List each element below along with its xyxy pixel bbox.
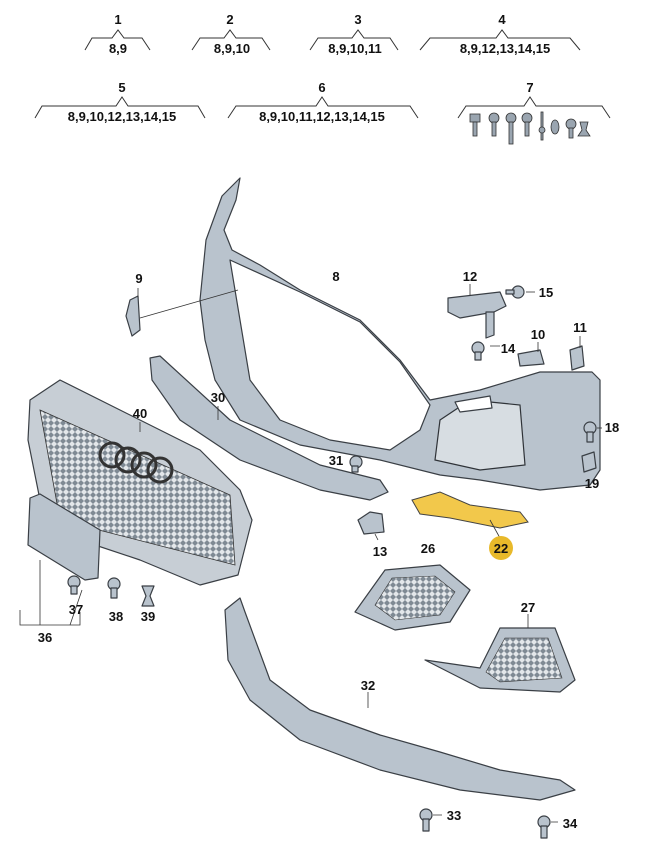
label-22: 22: [494, 541, 508, 556]
set-5-label: 5: [118, 80, 125, 95]
set-1-label: 1: [114, 12, 121, 27]
part-10: [517, 349, 545, 367]
screw-15-icon: [505, 285, 525, 299]
set-6-label: 6: [318, 80, 325, 95]
label-8: 8: [332, 269, 339, 284]
fastener-set-icon: [469, 111, 591, 145]
screw-38-icon: [107, 577, 121, 599]
clip-39-icon: [141, 585, 155, 607]
label-14: 14: [501, 341, 516, 356]
label-36: 36: [38, 630, 52, 645]
label-12: 12: [463, 269, 477, 284]
bracket-part-12: [447, 291, 507, 319]
screw-34-icon: [537, 815, 551, 839]
set-2-label: 2: [226, 12, 233, 27]
label-34: 34: [563, 816, 578, 831]
screw-18-icon: [583, 421, 597, 443]
label-37: 37: [69, 602, 83, 617]
plate-holder-part: [27, 493, 101, 581]
set-headers: 1 8,9 2 8,9,10 3 8,9,10,11 4 8,9,12,13,1…: [34, 12, 611, 145]
highlight-marker: [489, 536, 513, 560]
label-11: 11: [573, 320, 587, 335]
set-1-contents: 8,9: [109, 41, 127, 56]
trim-strip-part-22: [411, 491, 529, 529]
screw-33-icon: [419, 808, 433, 832]
screw-31-icon: [349, 455, 363, 473]
label-39: 39: [141, 609, 155, 624]
label-18: 18: [605, 420, 619, 435]
label-32: 32: [361, 678, 375, 693]
label-9: 9: [135, 271, 142, 286]
part-labels: 9 8 12 15 10 11 14 30 40 18 31 19 13 22 …: [38, 269, 619, 831]
label-26: 26: [421, 541, 435, 556]
label-30: 30: [211, 390, 225, 405]
set-3-contents: 8,9,10,11: [328, 41, 382, 56]
bracket-part-9: [125, 295, 141, 337]
label-33: 33: [447, 808, 461, 823]
lower-diffuser-part-32: [224, 597, 576, 801]
set-5-contents: 8,9,10,12,13,14,15: [68, 109, 176, 124]
clip-37-icon: [67, 575, 81, 595]
set-2-contents: 8,9,10: [214, 41, 250, 56]
set-6-contents: 8,9,10,11,12,13,14,15: [259, 109, 385, 124]
label-13: 13: [373, 544, 387, 559]
set-3-label: 3: [354, 12, 361, 27]
set-4-label: 4: [498, 12, 506, 27]
label-15: 15: [539, 285, 553, 300]
label-10: 10: [531, 327, 545, 342]
clip-14-icon: [471, 341, 485, 361]
set-4-contents: 8,9,12,13,14,15: [460, 41, 550, 56]
label-27: 27: [521, 600, 535, 615]
set-7-label: 7: [526, 80, 533, 95]
label-38: 38: [109, 609, 123, 624]
label-31: 31: [329, 453, 343, 468]
cap-part-13: [357, 511, 385, 535]
audi-rings-logo: [98, 441, 174, 484]
part-11: [569, 345, 585, 371]
label-40: 40: [133, 406, 147, 421]
part-19: [581, 451, 597, 473]
label-19: 19: [585, 476, 599, 491]
